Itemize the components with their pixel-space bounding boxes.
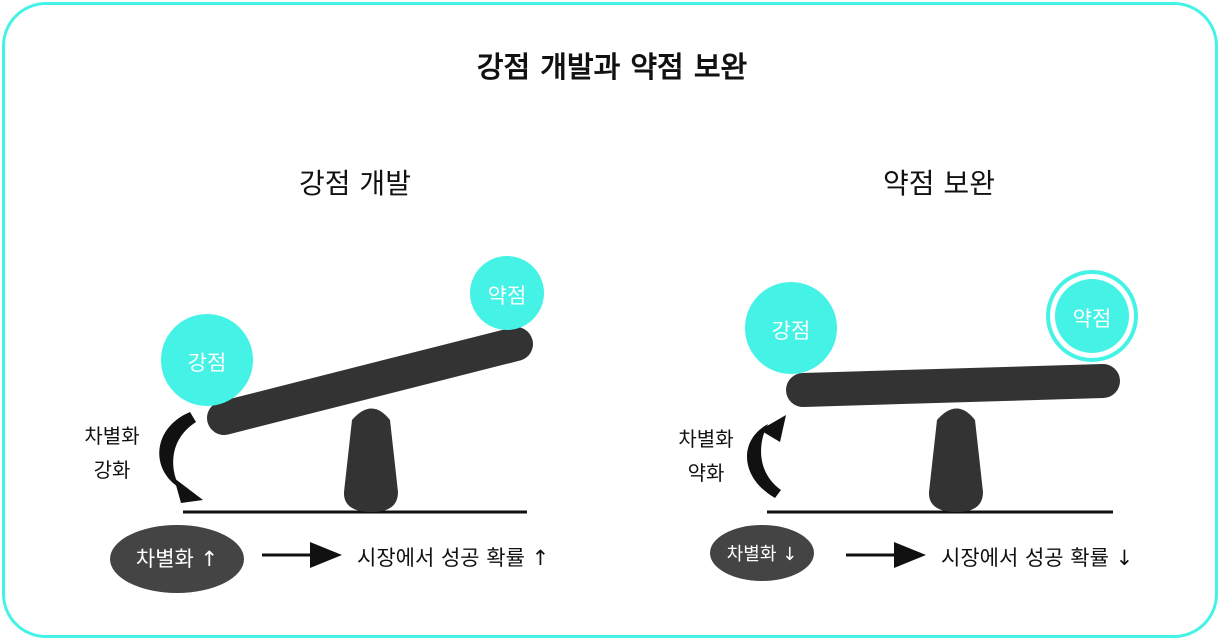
right-pill-label: 차별화 ↓ <box>726 544 798 565</box>
right-side-label-2: 약화 <box>687 461 725 485</box>
left-weakness-label: 약점 <box>487 284 527 308</box>
right-weakness-label: 약점 <box>1072 307 1112 331</box>
left-weakness-circle <box>470 256 544 330</box>
left-strength-label: 강점 <box>187 351 227 375</box>
left-side-label-2: 강화 <box>93 458 131 482</box>
right-side-label-1: 차별화 <box>678 427 734 451</box>
left-seesaw-plank <box>207 327 533 435</box>
left-fulcrum <box>343 408 398 512</box>
left-side-label-1: 차별화 <box>84 424 140 448</box>
right-fulcrum <box>928 408 983 512</box>
right-panel-title: 약점 보완 <box>883 167 995 200</box>
left-pill <box>110 525 244 593</box>
diagram-title: 강점 개발과 약점 보완 <box>476 50 748 84</box>
left-result-label: 시장에서 성공 확률 ↑ <box>357 546 550 570</box>
left-pill-label: 차별화 ↑ <box>135 547 219 571</box>
right-curved-arrow-head <box>760 415 786 442</box>
right-pill <box>710 525 814 581</box>
left-result-arrow-head <box>310 542 342 568</box>
right-strength-circle <box>745 282 837 374</box>
right-weakness-ring <box>1046 270 1138 362</box>
right-weakness-circle <box>1055 279 1129 353</box>
left-strength-circle <box>161 314 253 406</box>
right-curved-arrow <box>747 424 781 498</box>
left-curved-arrow-head <box>174 478 203 503</box>
left-panel-title: 강점 개발 <box>299 167 411 200</box>
right-strength-label: 강점 <box>771 319 811 343</box>
left-curved-arrow <box>159 412 196 488</box>
right-seesaw-plank <box>786 364 1120 407</box>
right-result-label: 시장에서 성공 확률 ↓ <box>941 546 1134 570</box>
right-result-arrow-head <box>894 542 926 568</box>
